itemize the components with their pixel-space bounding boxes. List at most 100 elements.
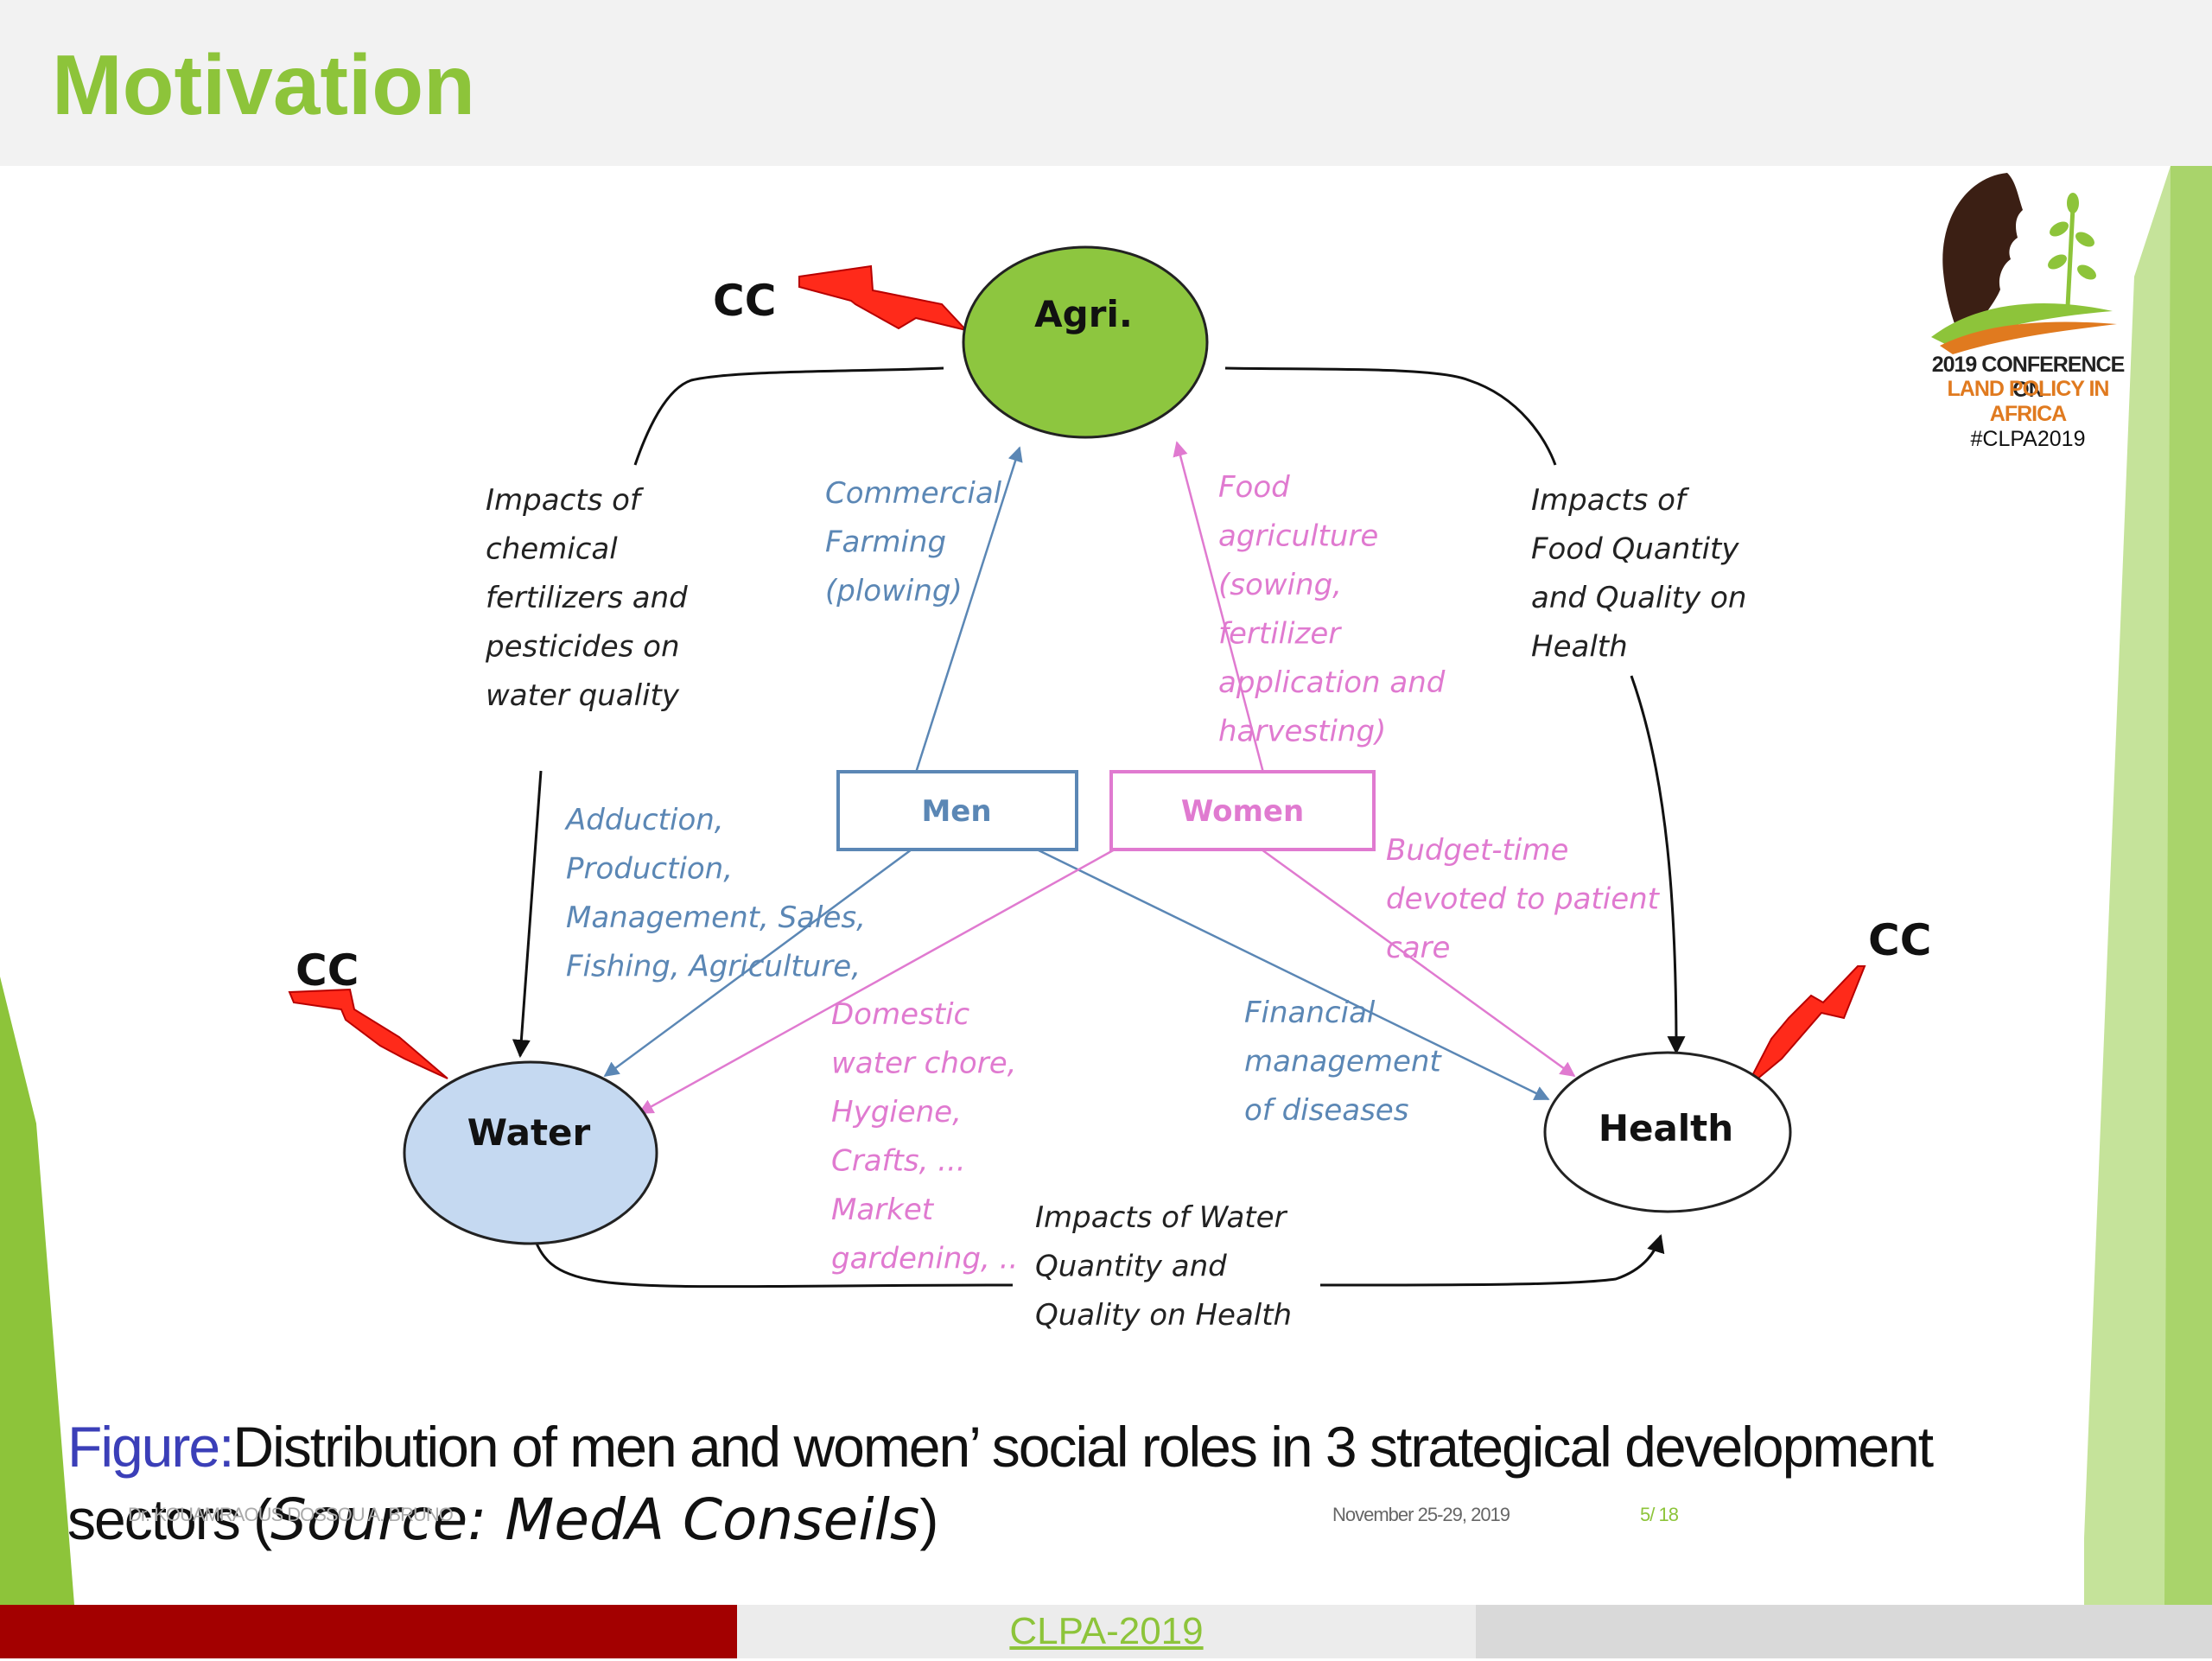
connector-agri-health: [1224, 366, 1557, 466]
label-women-water: Domestic water chore, Hygiene, Crafts, ... M…: [831, 997, 1018, 1276]
relation-label-line: fertilizers and: [486, 581, 688, 615]
health-node: [1543, 1051, 1792, 1213]
footer-bar-middle: [737, 1605, 1476, 1658]
cc-label-health: CC: [1868, 915, 1931, 965]
relation-label-line: Quality on Health: [1035, 1298, 1292, 1333]
connector-agri-water: [633, 366, 944, 466]
relation-label-line: Market: [831, 1193, 935, 1227]
arrow-women-to-health: [1261, 848, 1576, 1078]
men-label: Men: [921, 794, 991, 829]
footer-bar-right: [1476, 1605, 2212, 1658]
arrow-water-to-health: [531, 1231, 1661, 1289]
relation-label-line: Management, Sales,: [566, 901, 866, 935]
women-label: Women: [1181, 794, 1304, 829]
cc-label-agri: CC: [713, 276, 776, 326]
arrow-men-to-water: [603, 848, 912, 1078]
relation-label-line: Farming: [825, 525, 946, 560]
relation-label-line: care: [1386, 931, 1450, 965]
header-band: [0, 0, 2212, 166]
relation-label-line: (sowing,: [1218, 568, 1342, 602]
logo-hashtag: #CLPA2019: [1970, 427, 2086, 451]
logo-title-line1: 2019 CONFERENCE ON: [1931, 353, 2126, 402]
relation-label-line: agriculture: [1218, 519, 1378, 554]
arrow-agri-to-water: [512, 770, 543, 1059]
leaf-icon: [2067, 193, 2079, 213]
relation-label-line: Fishing, Agriculture,: [566, 950, 861, 984]
relation-label-line: Domestic: [831, 997, 970, 1032]
leaf-icon: [2048, 254, 2067, 270]
relation-label-line: pesticides on: [485, 630, 680, 665]
men-box: [836, 770, 1078, 851]
relation-label-line: harvesting): [1218, 715, 1386, 749]
footer-link[interactable]: CLPA-2019: [1009, 1610, 1204, 1652]
relation-label-line: (plowing): [825, 574, 963, 608]
relation-label-line: of diseases: [1244, 1093, 1408, 1128]
arrow-men-to-agri: [914, 446, 1023, 773]
footer-date: November 25-29, 2019: [1332, 1504, 1510, 1525]
lightning-bolt-icon: [1745, 965, 1866, 1090]
label-agri-water: Impacts of chemical fertilizers and pestici…: [485, 483, 688, 713]
agri-label: Agri.: [1034, 293, 1133, 335]
relation-label-line: devoted to patient: [1386, 882, 1661, 917]
relation-label-line: Budget-time: [1386, 833, 1568, 868]
cc-label-water: CC: [296, 945, 359, 996]
relation-label-line: Health: [1531, 630, 1628, 665]
relation-label-line: Food: [1218, 470, 1290, 505]
label-women-agri: Food agriculture (sowing, fertilizer applica…: [1218, 470, 1446, 749]
footer-author: Dr. KOUAMRAOUS DOSSOU A. BRUNO: [128, 1504, 454, 1525]
figure-caption: Figure:Distribution of men and women’ so…: [67, 1410, 2055, 1556]
relation-label-line: Production,: [566, 852, 733, 887]
caption-text: Distribution of men and women’ social ro…: [67, 1415, 1934, 1551]
caption-lead: Figure:: [67, 1415, 234, 1479]
footer-page-number: 5/ 18: [1640, 1504, 1679, 1525]
relation-label-line: application and: [1218, 665, 1446, 700]
relation-label-line: chemical: [486, 532, 618, 567]
relation-label-line: Crafts, ...: [831, 1144, 966, 1179]
relation-label-line: fertilizer: [1218, 617, 1342, 652]
relation-label-line: Food Quantity: [1531, 532, 1739, 567]
relation-label-line: water quality: [486, 678, 680, 713]
relation-label-line: water chore,: [831, 1047, 1016, 1081]
arrow-agri-to-health: [1630, 675, 1686, 1055]
relation-label-line: gardening, ..: [831, 1242, 1018, 1276]
caption-close: ): [919, 1487, 938, 1551]
slide-title: Motivation: [52, 37, 475, 132]
relation-label-line: Impacts of: [1531, 483, 1690, 518]
relation-label-line: Impacts of: [486, 483, 645, 518]
swoosh-icon: [1940, 321, 2117, 354]
label-men-water: Adduction, Production, Management, Sales, F…: [564, 803, 866, 984]
relation-label-line: Impacts of Water: [1035, 1200, 1288, 1235]
lightning-bolt-icon: [798, 264, 969, 332]
health-label: Health: [1599, 1107, 1733, 1149]
left-green-wedge: [0, 977, 74, 1605]
label-agri-health: Impacts of Food Quantity and Quality on Hea…: [1531, 483, 1746, 665]
arrow-women-to-agri: [1173, 441, 1265, 773]
relation-label-line: management: [1244, 1045, 1442, 1079]
logo-title-line2: LAND POLICY IN AFRICA: [1947, 377, 2110, 426]
arrow-women-to-water: [638, 848, 1116, 1115]
label-women-health: Budget-time devoted to patient care: [1386, 833, 1661, 965]
caption-source: Source: MedA Conseils: [270, 1486, 920, 1553]
lightning-bolt-icon: [288, 988, 448, 1079]
clpa-logo: [1931, 173, 2117, 354]
woman-silhouette-icon: [1942, 173, 2023, 350]
right-green-edge: [2164, 166, 2212, 1605]
relation-label-line: Quantity and: [1035, 1250, 1227, 1284]
water-node: [403, 1060, 658, 1245]
relation-label-line: Hygiene,: [831, 1095, 962, 1130]
relation-label-line: and Quality on: [1531, 581, 1746, 615]
relation-label-line: Adduction,: [564, 803, 724, 837]
footer-bar-red: [0, 1605, 737, 1658]
sprout-icon: [2065, 207, 2075, 308]
arrow-men-to-health: [1036, 848, 1550, 1101]
leaf-icon: [2050, 221, 2069, 237]
relation-label-line: Commercial: [825, 476, 1002, 511]
water-label: Water: [467, 1111, 591, 1154]
footer-bar: CLPA-2019: [0, 1605, 2212, 1658]
women-box: [1109, 770, 1376, 851]
